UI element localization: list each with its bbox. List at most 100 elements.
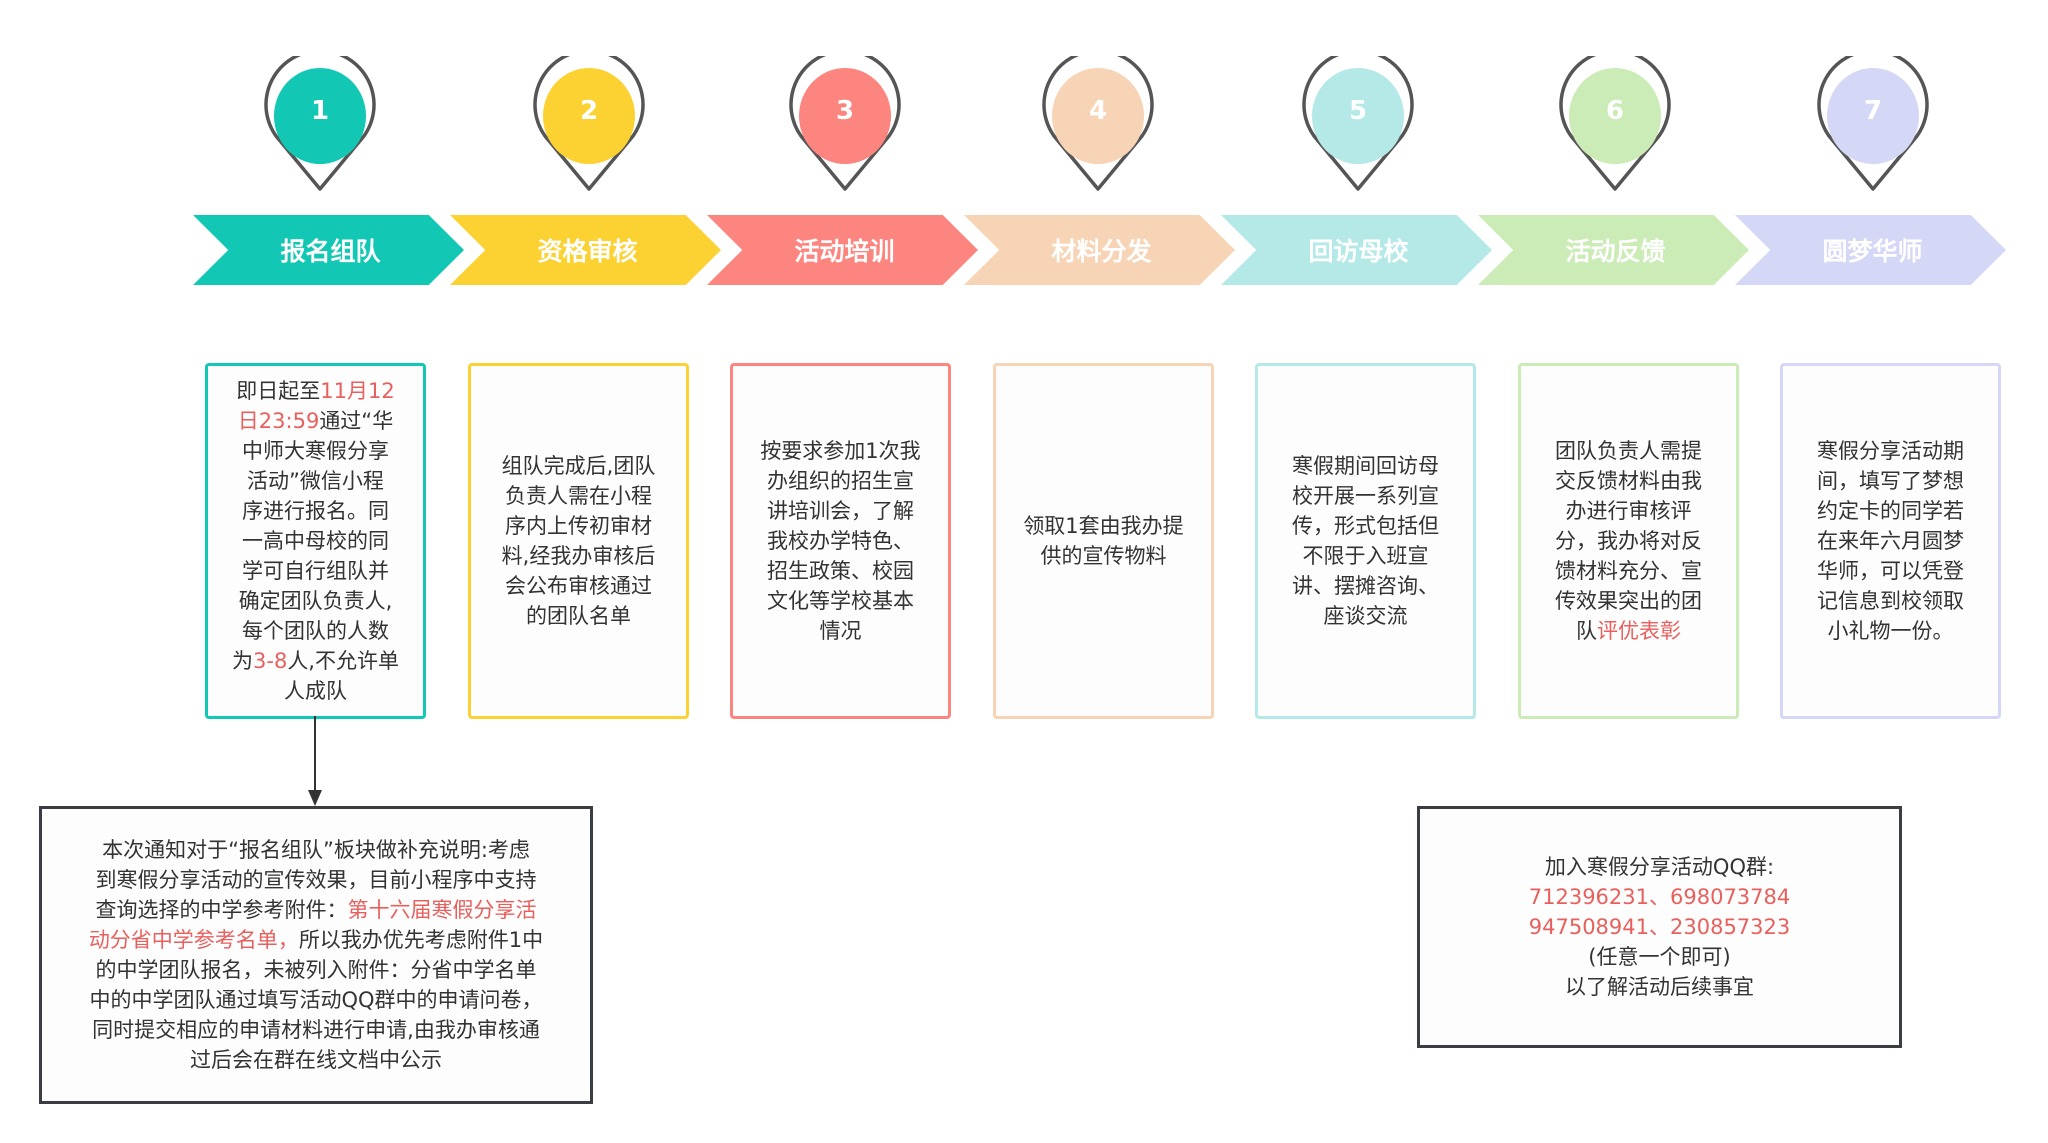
arrow-head-icon bbox=[308, 790, 322, 806]
text-segment: 活动”微信小程 bbox=[247, 469, 384, 493]
step-number: 4 bbox=[1088, 96, 1108, 126]
text-line: 寒假期间回访母 bbox=[1292, 451, 1439, 481]
text-line: 人成队 bbox=[232, 676, 399, 706]
map-pin-icon bbox=[789, 56, 901, 191]
text-segment: 分，我办将对反 bbox=[1555, 529, 1702, 553]
text-segment: 查询选择的中学参考附件： bbox=[95, 898, 348, 922]
text-segment: 会公布审核通过 bbox=[505, 574, 652, 598]
step-description: 寒假期间回访母校开展一系列宣传，形式包括但不限于入班宣讲、摆摊咨询、座谈交流 bbox=[1292, 451, 1439, 631]
step-title: 资格审核 bbox=[537, 237, 638, 266]
step-title: 报名组队 bbox=[280, 237, 381, 266]
text-segment: 每个团队的人数 bbox=[242, 619, 389, 643]
text-line: 日23:59通过“华 bbox=[232, 406, 399, 436]
text-segment: 的团队名单 bbox=[526, 604, 631, 628]
step-title: 圆梦华师 bbox=[1822, 237, 1923, 266]
text-line: 约定卡的同学若 bbox=[1817, 496, 1964, 526]
highlighted-text: 第十六届寒假分享活 bbox=[347, 898, 537, 922]
text-segment: 负责人需在小程 bbox=[505, 484, 652, 508]
text-segment: (任意一个即可) bbox=[1588, 945, 1731, 969]
text-segment: 加入寒假分享活动QQ群: bbox=[1544, 855, 1775, 879]
step-marker-pin-5: 5 bbox=[1298, 56, 1418, 196]
text-segment: 约定卡的同学若 bbox=[1817, 499, 1964, 523]
text-segment: 领取1套由我办提 bbox=[1023, 514, 1184, 538]
step-number: 3 bbox=[835, 96, 855, 126]
text-line: 我校办学特色、 bbox=[760, 526, 920, 556]
text-segment: 为 bbox=[232, 649, 253, 673]
text-line: 讲培训会，了解 bbox=[760, 496, 920, 526]
step-chevron-7: 圆梦华师 bbox=[1735, 215, 2006, 285]
text-line: 招生政策、校园 bbox=[760, 556, 920, 586]
step-marker-pin-2: 2 bbox=[529, 56, 649, 196]
step-description-box-7: 寒假分享活动期间，填写了梦想约定卡的同学若在来年六月圆梦华师，可以凭登记信息到校… bbox=[1780, 363, 2001, 719]
text-line: 交反馈材料由我 bbox=[1555, 466, 1702, 496]
highlighted-text: 712396231、698073784 bbox=[1528, 885, 1791, 909]
text-line: 座谈交流 bbox=[1292, 601, 1439, 631]
step-description-box-3: 按要求参加1次我办组织的招生宣讲培训会，了解我校办学特色、招生政策、校园文化等学… bbox=[730, 363, 951, 719]
text-line: 本次通知对于“报名组队”板块做补充说明:考虑 bbox=[89, 835, 543, 865]
text-line: 以了解活动后续事宜 bbox=[1529, 972, 1791, 1002]
text-segment: 文化等学校基本 bbox=[767, 589, 914, 613]
step-description: 团队负责人需提交反馈材料由我办进行审核评分，我办将对反馈材料充分、宣传效果突出的… bbox=[1555, 436, 1702, 646]
text-line: 查询选择的中学参考附件：第十六届寒假分享活 bbox=[89, 895, 543, 925]
text-line: 记信息到校领取 bbox=[1817, 586, 1964, 616]
step-description-box-6: 团队负责人需提交反馈材料由我办进行审核评分，我办将对反馈材料充分、宣传效果突出的… bbox=[1518, 363, 1739, 719]
text-line: 加入寒假分享活动QQ群: bbox=[1529, 852, 1791, 882]
text-line: 中的中学团队通过填写活动QQ群中的申请问卷， bbox=[89, 985, 543, 1015]
text-segment: 传效果突出的团 bbox=[1555, 589, 1702, 613]
text-line: 按要求参加1次我 bbox=[760, 436, 920, 466]
text-segment: 招生政策、校园 bbox=[767, 559, 914, 583]
highlighted-text: 3-8 bbox=[253, 649, 288, 673]
text-segment: 中师大寒假分享 bbox=[242, 439, 389, 463]
text-line: 团队负责人需提 bbox=[1555, 436, 1702, 466]
text-line: 讲、摆摊咨询、 bbox=[1292, 571, 1439, 601]
step-marker-pin-6: 6 bbox=[1555, 56, 1675, 196]
step-marker-pin-4: 4 bbox=[1038, 56, 1158, 196]
text-line: 学可自行组队并 bbox=[232, 556, 399, 586]
text-line: 馈材料充分、宣 bbox=[1555, 556, 1702, 586]
step-chevron-6: 活动反馈 bbox=[1478, 215, 1749, 285]
step-description: 领取1套由我办提供的宣传物料 bbox=[1023, 511, 1183, 571]
text-line: 文化等学校基本 bbox=[760, 586, 920, 616]
map-pin-icon bbox=[1302, 56, 1414, 191]
text-segment: 料,经我办审核后 bbox=[501, 544, 656, 568]
text-line: 组队完成后,团队 bbox=[502, 451, 656, 481]
text-line: 不限于入班宣 bbox=[1292, 541, 1439, 571]
text-segment: 所以我办优先考虑附件1中 bbox=[298, 928, 544, 952]
text-segment: 学可自行组队并 bbox=[242, 559, 389, 583]
step-description-box-4: 领取1套由我办提供的宣传物料 bbox=[993, 363, 1214, 719]
text-line: 序内上传初审材 bbox=[502, 511, 656, 541]
text-line: 947508941、230857323 bbox=[1529, 912, 1791, 942]
text-segment: 通过“华 bbox=[319, 409, 394, 433]
text-line: 办进行审核评 bbox=[1555, 496, 1702, 526]
text-segment: 人成队 bbox=[284, 679, 347, 703]
text-segment: 序进行报名。同 bbox=[242, 499, 389, 523]
step-chevron-5: 回访母校 bbox=[1221, 215, 1492, 285]
map-pin-icon bbox=[1042, 56, 1154, 191]
text-line: 同时提交相应的申请材料进行申请,由我办审核通 bbox=[89, 1015, 543, 1045]
text-line: 的中学团队报名，未被列入附件：分省中学名单 bbox=[89, 955, 543, 985]
text-segment: 校开展一系列宣 bbox=[1292, 484, 1439, 508]
highlighted-text: 947508941、230857323 bbox=[1528, 915, 1791, 939]
step-marker-pin-7: 7 bbox=[1813, 56, 1933, 196]
text-line: 传效果突出的团 bbox=[1555, 586, 1702, 616]
text-segment: 传，形式包括但 bbox=[1292, 514, 1439, 538]
step-description-box-5: 寒假期间回访母校开展一系列宣传，形式包括但不限于入班宣讲、摆摊咨询、座谈交流 bbox=[1255, 363, 1476, 719]
text-segment: 讲培训会，了解 bbox=[767, 499, 914, 523]
map-pin-icon bbox=[1817, 56, 1929, 191]
step-title: 活动培训 bbox=[794, 237, 895, 266]
step-description-box-2: 组队完成后,团队负责人需在小程序内上传初审材料,经我办审核后会公布审核通过的团队… bbox=[468, 363, 689, 719]
text-segment: 记信息到校领取 bbox=[1817, 589, 1964, 613]
step-chevron-2: 资格审核 bbox=[450, 215, 721, 285]
text-line: 寒假分享活动期 bbox=[1817, 436, 1964, 466]
map-pin-icon bbox=[1559, 56, 1671, 191]
text-segment: 情况 bbox=[819, 619, 862, 643]
text-segment: 组队完成后,团队 bbox=[501, 454, 656, 478]
text-segment: 间，填写了梦想 bbox=[1817, 469, 1964, 493]
text-segment: 过后会在群在线文档中公示 bbox=[190, 1048, 442, 1072]
text-segment: 在来年六月圆梦 bbox=[1817, 529, 1964, 553]
text-segment: 团队负责人需提 bbox=[1555, 439, 1702, 463]
text-segment: 到寒假分享活动的宣传效果，目前小程序中支持 bbox=[95, 868, 537, 892]
text-line: 负责人需在小程 bbox=[502, 481, 656, 511]
step-description: 寒假分享活动期间，填写了梦想约定卡的同学若在来年六月圆梦华师，可以凭登记信息到校… bbox=[1817, 436, 1964, 646]
